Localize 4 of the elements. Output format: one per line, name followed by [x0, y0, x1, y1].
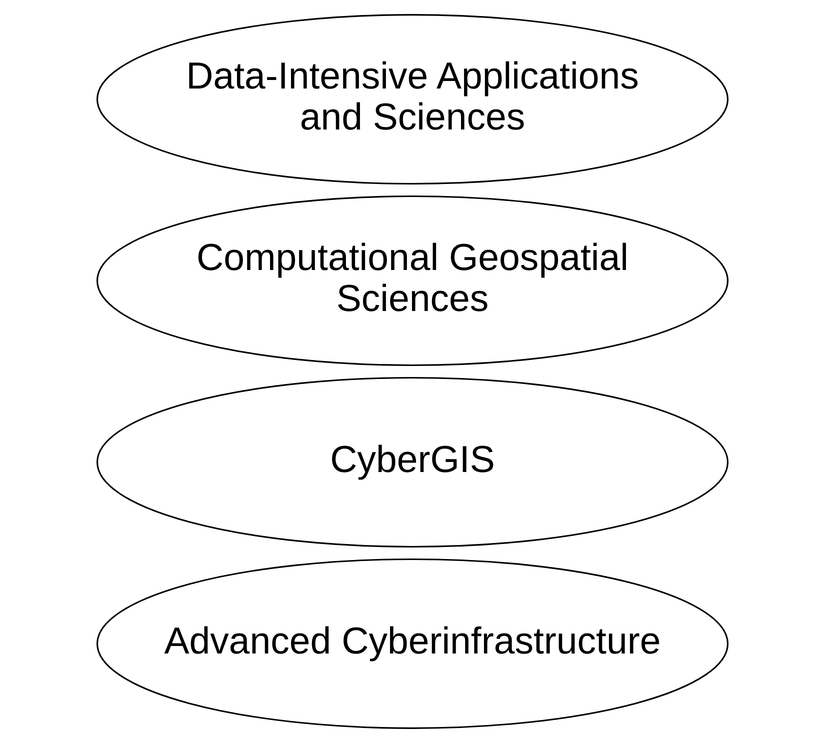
node-ellipse: Computational Geospatial Sciences — [96, 196, 728, 366]
node-ellipse: Data-Intensive Applications and Sciences — [96, 14, 728, 185]
node-ellipse: CyberGIS — [96, 376, 728, 548]
node-ellipse: Advanced Cyberinfrastructure — [96, 558, 728, 729]
